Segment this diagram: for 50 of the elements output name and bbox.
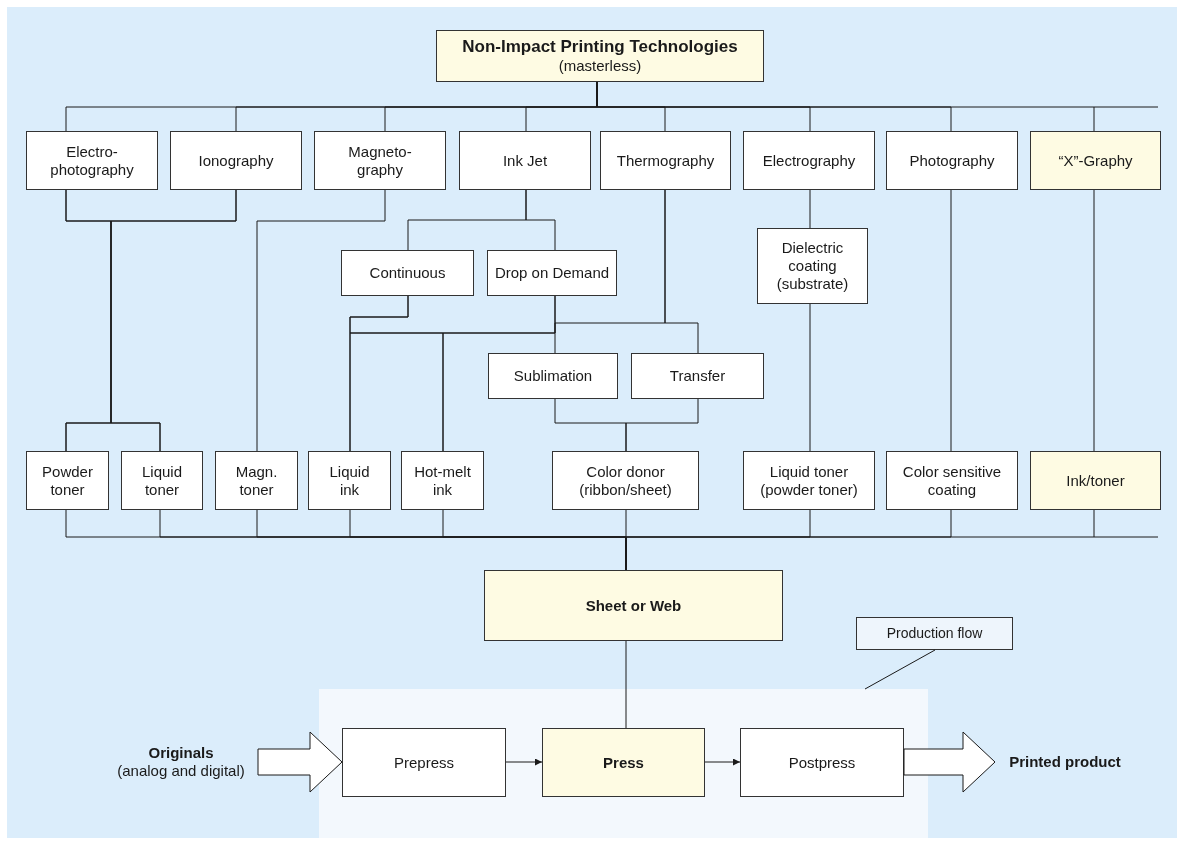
process-box: “X”-Graphy [1030, 131, 1161, 190]
connector-line [525, 189, 556, 251]
leader-line [864, 649, 936, 690]
process-box: Thermography [600, 131, 731, 190]
flow-label: Printed product [995, 748, 1135, 776]
process-box [436, 30, 764, 82]
connector-line [809, 303, 811, 452]
connector-line [110, 189, 237, 452]
process-box: Liquid ink [308, 451, 391, 510]
process-box: Electro- photography [26, 131, 158, 190]
connector-line [1093, 189, 1095, 452]
process-box: Prepress [342, 728, 506, 797]
connector-line [625, 398, 699, 452]
process-box: Liquid toner (powder toner) [743, 451, 875, 510]
process-box: Liquid toner [121, 451, 203, 510]
arrow [704, 758, 741, 766]
process-box: Ink Jet [459, 131, 591, 190]
process-box: Continuous [341, 250, 474, 296]
connector-line [625, 640, 627, 729]
process-box: Sublimation [488, 353, 618, 399]
connector-line [442, 295, 556, 452]
heading-text: Originals [148, 744, 214, 762]
region-box [319, 689, 928, 838]
label-text: (analog and digital) [117, 762, 245, 780]
process-box: Magneto- graphy [314, 131, 446, 190]
connector-line [664, 189, 699, 354]
connector-line [809, 189, 811, 229]
label-text: (masterless) [558, 57, 642, 76]
block-arrow [257, 731, 343, 793]
process-box: Ink/toner [1030, 451, 1161, 510]
heading-text: Non-Impact Printing Technologies [462, 36, 738, 58]
block-arrow [903, 731, 996, 793]
process-box: Powder toner [26, 451, 109, 510]
connector-line [256, 189, 386, 452]
arrow [505, 758, 543, 766]
process-box: Transfer [631, 353, 764, 399]
connector-line [950, 189, 952, 452]
process-box: Photography [886, 131, 1018, 190]
process-box: Electrography [743, 131, 875, 190]
process-box: Color donor (ribbon/sheet) [552, 451, 699, 510]
process-box: Hot-melt ink [401, 451, 484, 510]
callout-box: Production flow [856, 617, 1013, 650]
process-box: Sheet or Web [484, 570, 783, 641]
process-box: Ionography [170, 131, 302, 190]
process-box: Color sensitive coating [886, 451, 1018, 510]
process-box: Postpress [740, 728, 904, 797]
process-box: Magn. toner [215, 451, 298, 510]
process-box: Press [542, 728, 705, 797]
process-box: Dielectric coating (substrate) [757, 228, 868, 304]
process-box: Drop on Demand [487, 250, 617, 296]
